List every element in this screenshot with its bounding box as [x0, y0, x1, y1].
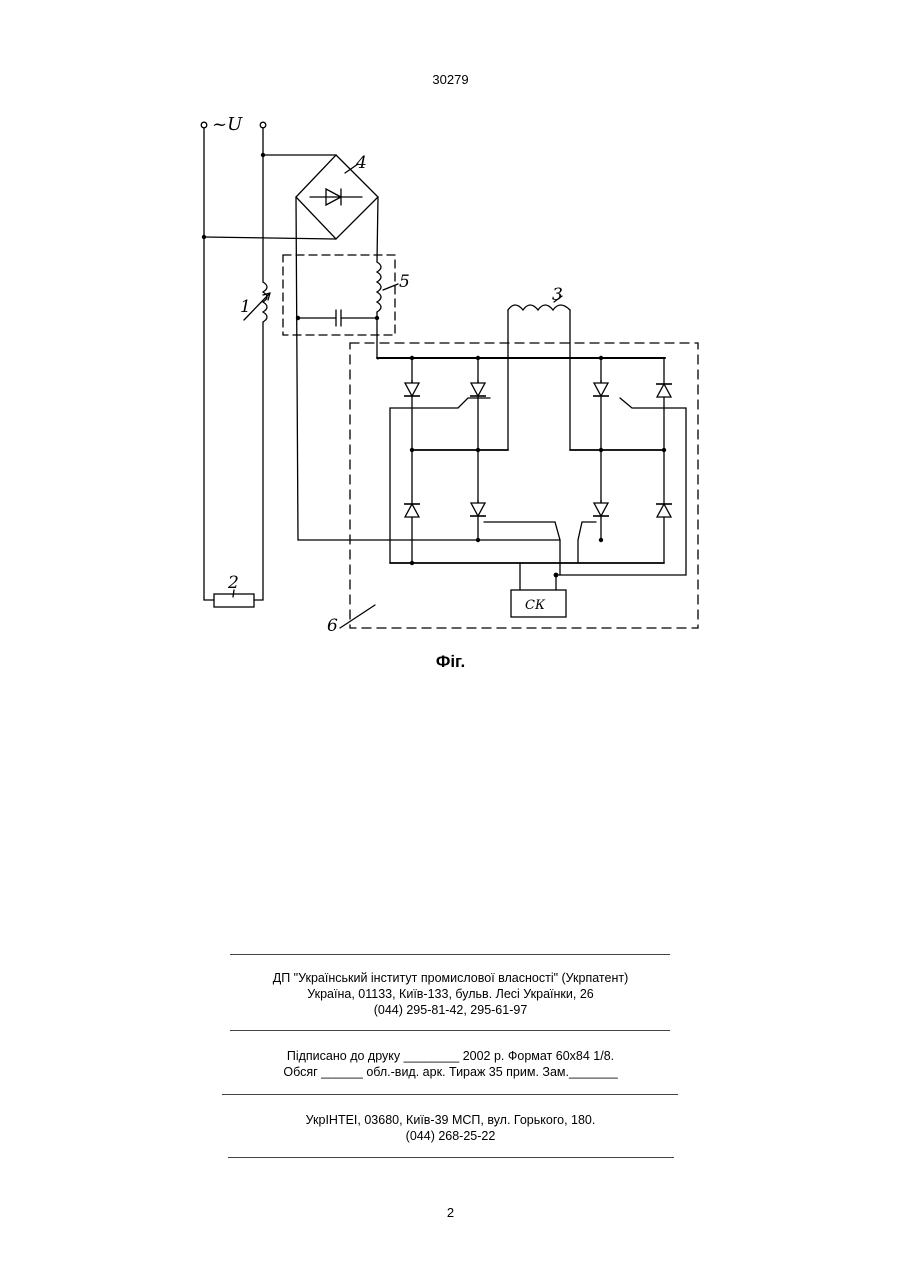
inductor-3: [508, 305, 570, 310]
dashed-block-5: [283, 255, 395, 335]
imprint-org-address: Україна, 01133, Київ-133, бульв. Лесі Ук…: [0, 986, 901, 1002]
label-3: 3: [552, 285, 563, 305]
thyristor-upper-1: [404, 380, 420, 396]
divider: [230, 954, 670, 955]
thyristor-upper-2: [470, 380, 486, 396]
imprint-org-phone: (044) 295-81-42, 295-61-97: [0, 1002, 901, 1018]
resistor-2: [214, 594, 254, 607]
imprint-sign-line-1: Підписано до друку ________ 2002 р. Форм…: [0, 1048, 901, 1064]
label-5: 5: [399, 272, 410, 292]
divider: [228, 1157, 674, 1158]
thyristor-lower-2: [470, 500, 486, 516]
label-4: 4: [355, 153, 367, 173]
divider: [222, 1094, 678, 1095]
terminal-right: [260, 122, 266, 128]
control-block-label: СК: [525, 598, 546, 613]
figure-caption: Фіг.: [0, 652, 901, 672]
imprint-printer-address: УкрІНТЕІ, 03680, Київ-39 МСП, вул. Горьк…: [0, 1112, 901, 1128]
terminal-left: [201, 122, 207, 128]
circuit-diagram: ~U 1 2 3 4 5 6 СК: [180, 105, 710, 640]
page-number: 2: [0, 1205, 901, 1220]
thyristor-lower-4: [656, 504, 672, 517]
dashed-block-6: [350, 343, 698, 628]
label-1: 1: [240, 297, 251, 317]
label-6: 6: [327, 616, 338, 636]
label-2: 2: [227, 573, 239, 593]
thyristor-upper-3: [593, 380, 609, 396]
imprint-org-name: ДП "Український інститут промислової вла…: [0, 970, 901, 986]
inductor-1: [263, 282, 267, 322]
imprint-sign-line-2: Обсяг ______ обл.-вид. арк. Тираж 35 при…: [0, 1064, 901, 1080]
label-supply: ~U: [212, 114, 243, 135]
page-code: 30279: [0, 72, 901, 87]
imprint-printer-phone: (044) 268-25-22: [0, 1128, 901, 1144]
divider: [230, 1030, 670, 1031]
inductor-5: [377, 262, 381, 312]
thyristor-lower-1: [404, 504, 420, 517]
thyristor-lower-3: [593, 500, 609, 516]
thyristor-upper-4: [656, 384, 672, 397]
